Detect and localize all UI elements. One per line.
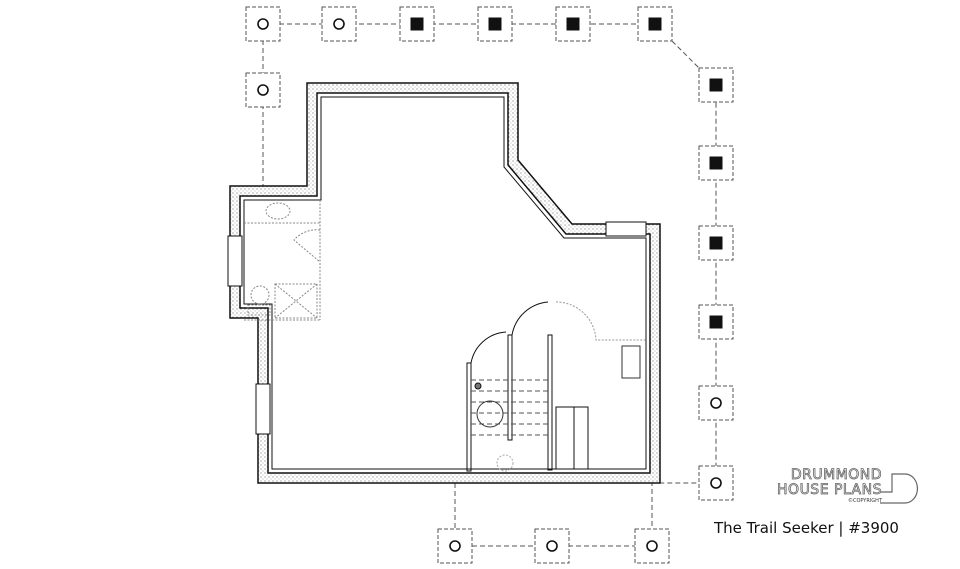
square-post — [488, 17, 502, 31]
inner-wall-line — [243, 96, 647, 470]
square-post — [566, 17, 580, 31]
pier — [698, 67, 734, 103]
round-post — [333, 18, 345, 30]
stairs — [466, 301, 646, 472]
plan-title: The Trail Seeker | #3900 — [714, 519, 899, 537]
foundation-wall — [229, 82, 661, 484]
pier — [399, 6, 435, 42]
windows — [227, 221, 647, 435]
square-post — [709, 315, 723, 329]
pier — [637, 6, 673, 42]
logo-line1: DRUMMOND — [790, 467, 882, 483]
logo-mark — [880, 473, 918, 504]
round-post — [257, 84, 269, 96]
pier — [534, 528, 570, 564]
pier — [698, 225, 734, 261]
round-post — [646, 540, 658, 552]
pier — [698, 385, 734, 421]
round-post — [546, 540, 558, 552]
pier — [698, 304, 734, 340]
bathroom — [244, 200, 321, 321]
pier — [321, 6, 357, 42]
square-post — [709, 236, 723, 250]
pier — [477, 6, 513, 42]
pier — [698, 465, 734, 501]
logo-line2: HOUSE PLANS — [777, 482, 882, 498]
square-post — [410, 17, 424, 31]
round-post — [449, 540, 461, 552]
drummond-logo: DRUMMOND HOUSE PLANS ©COPYRIGHT — [752, 467, 882, 504]
pier — [245, 6, 281, 42]
pier — [245, 72, 281, 108]
logo-copyright: ©COPYRIGHT — [847, 498, 882, 504]
square-post — [709, 156, 723, 170]
pier — [698, 145, 734, 181]
pier — [634, 528, 670, 564]
pier — [437, 528, 473, 564]
round-post — [710, 397, 722, 409]
square-post — [709, 78, 723, 92]
pier-grid-lines — [262, 23, 717, 547]
round-post — [710, 477, 722, 489]
pier — [555, 6, 591, 42]
piers — [245, 6, 734, 564]
square-post — [648, 17, 662, 31]
round-post — [257, 18, 269, 30]
